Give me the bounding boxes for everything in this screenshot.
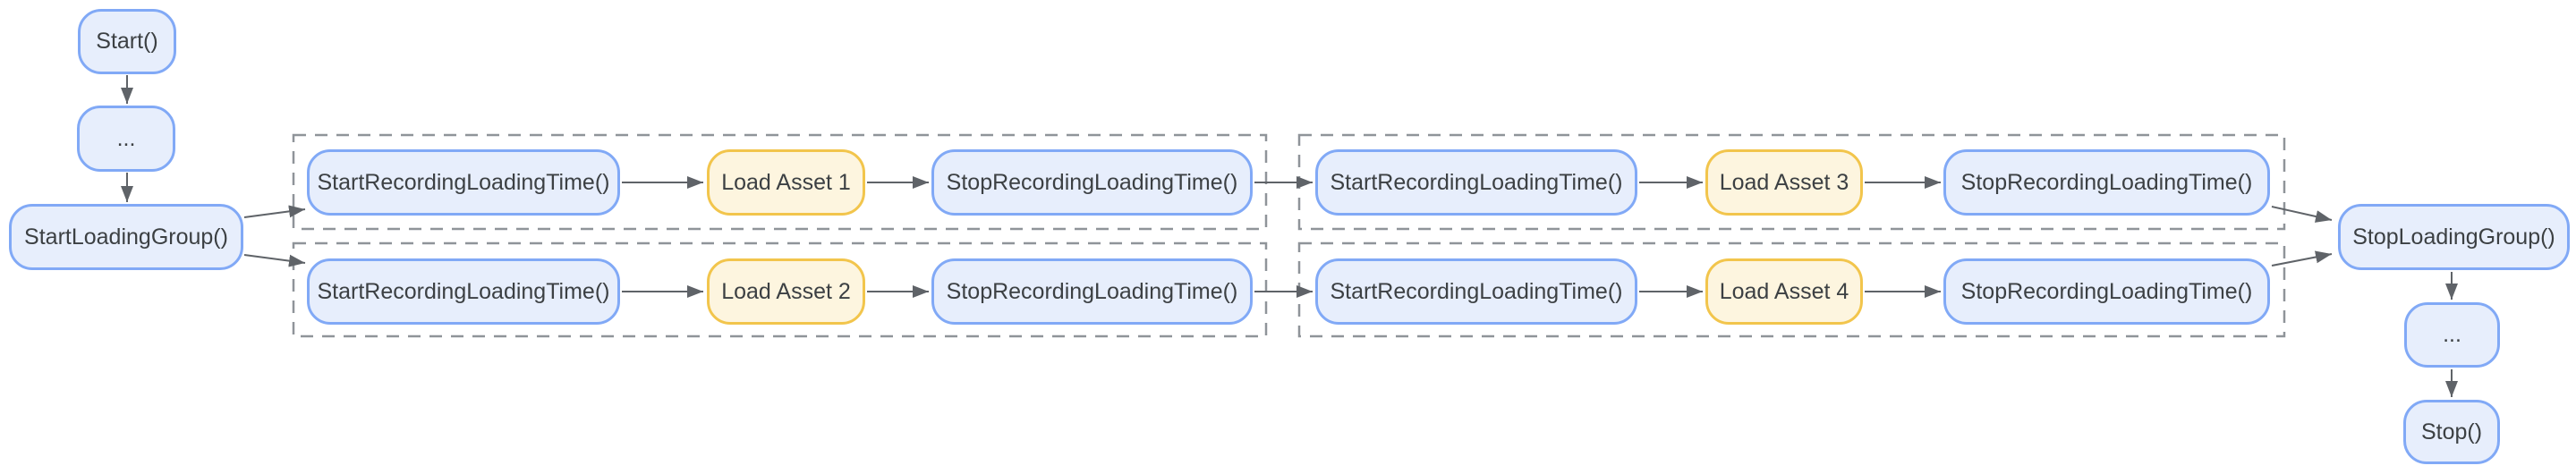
node-g2l1-start-recording: StartRecordingLoadingTime() [1315,149,1637,216]
node-load-asset-2: Load Asset 2 [707,258,865,325]
node-load-asset-4: Load Asset 4 [1705,258,1863,325]
node-ellipsis-bottom: ... [2404,302,2500,368]
node-g2l2-stop-recording: StopRecordingLoadingTime() [1943,258,2270,325]
node-g2l1-stop-recording: StopRecordingLoadingTime() [1943,149,2270,216]
arrow-g2l2-stop-to-stop-loading-group [2271,250,2333,267]
arrow-start-loading-group-to-group1-lane1 [243,205,306,218]
node-g1l1-stop-recording: StopRecordingLoadingTime() [931,149,1253,216]
node-g1l2-start-recording: StartRecordingLoadingTime() [307,258,620,325]
arrow-start-loading-group-to-group1-lane2 [243,254,306,267]
node-g1l2-stop-recording: StopRecordingLoadingTime() [931,258,1253,325]
node-load-asset-3: Load Asset 3 [1705,149,1863,216]
node-stop-loading-group: StopLoadingGroup() [2338,204,2570,270]
node-stop: Stop() [2403,400,2500,464]
node-g1l1-start-recording: StartRecordingLoadingTime() [307,149,620,216]
node-start: Start() [78,9,176,74]
node-g2l2-start-recording: StartRecordingLoadingTime() [1315,258,1637,325]
arrow-g2l1-stop-to-stop-loading-group [2271,206,2333,223]
node-load-asset-1: Load Asset 1 [707,149,865,216]
node-ellipsis-top: ... [77,106,175,172]
node-start-loading-group: StartLoadingGroup() [9,204,243,270]
frame-group1-lane2 [292,241,1268,338]
